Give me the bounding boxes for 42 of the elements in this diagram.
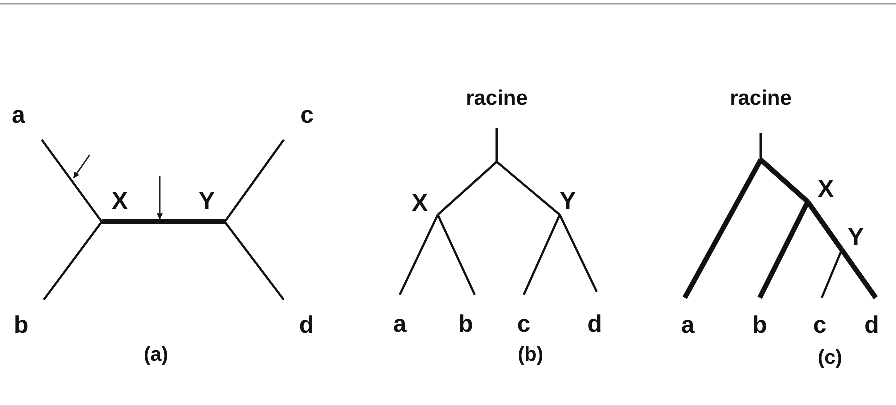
node-label: Y	[848, 226, 864, 250]
thick-tree-branch	[682, 158, 764, 300]
node-label: Y	[560, 190, 576, 214]
tree-branch	[224, 139, 285, 223]
tree-branch	[437, 161, 498, 216]
taxon-label: a	[393, 313, 407, 337]
taxon-label: a	[681, 314, 695, 338]
taxon-label: a	[12, 104, 26, 128]
tree-branch	[224, 221, 285, 301]
tree-branch	[43, 221, 103, 301]
thick-tree-branch	[759, 158, 810, 204]
taxon-label: b	[458, 313, 474, 337]
taxon-label: c	[813, 314, 827, 338]
root-label: racine	[730, 88, 792, 109]
tree-branch	[760, 133, 762, 160]
thick-tree-branch	[806, 200, 844, 252]
node-label: Y	[199, 190, 216, 214]
tree-branch	[437, 214, 476, 296]
taxon-label: c	[300, 104, 314, 128]
panel-label: (a)	[144, 345, 168, 365]
root-label: racine	[466, 88, 528, 109]
thick-tree-branch	[840, 248, 878, 300]
panel-label: (b)	[518, 345, 544, 365]
node-label: X	[412, 192, 428, 216]
node-label: X	[112, 190, 128, 214]
taxon-label: b	[752, 314, 768, 338]
thick-tree-branch	[102, 220, 225, 224]
tree-branch	[820, 250, 844, 298]
tree-branch	[523, 214, 561, 296]
tree-branch	[399, 214, 439, 296]
node-label: X	[818, 178, 834, 202]
taxon-label: c	[517, 313, 531, 337]
taxon-label: b	[14, 314, 29, 338]
tree-branch	[496, 128, 498, 162]
tree-branch	[559, 214, 598, 292]
tree-branch	[41, 139, 103, 223]
tree-branch	[496, 161, 561, 216]
taxon-label: d	[864, 314, 880, 338]
panel-label: (c)	[818, 348, 842, 368]
thick-tree-branch	[758, 200, 810, 300]
taxon-label: d	[588, 313, 602, 337]
taxon-label: d	[299, 314, 314, 338]
